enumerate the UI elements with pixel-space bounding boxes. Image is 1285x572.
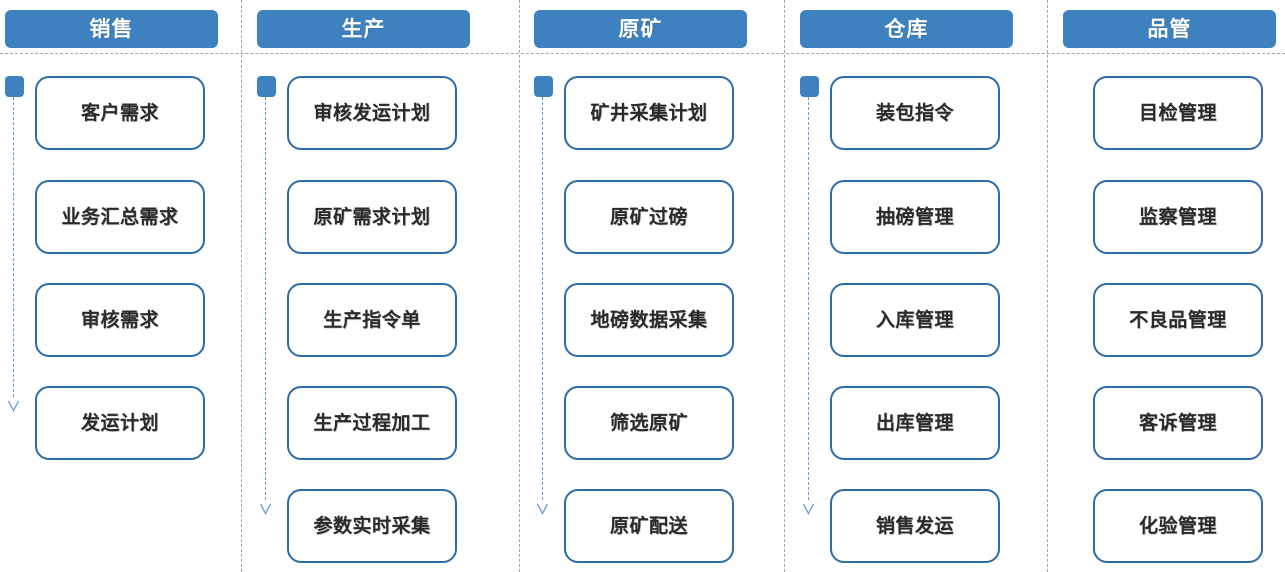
process-box-label: 矿井采集计划: [590, 102, 708, 124]
process-box-label: 销售发运: [875, 515, 954, 537]
process-box-label: 出库管理: [875, 412, 954, 434]
flow-arrow-head-icon: [259, 503, 272, 516]
column-header-sales[interactable]: 销售: [5, 10, 218, 48]
process-box[interactable]: 发运计划: [35, 386, 205, 460]
process-box[interactable]: 不良品管理: [1093, 283, 1263, 357]
process-box-label: 不良品管理: [1129, 309, 1227, 331]
column-header-warehouse[interactable]: 仓库: [800, 10, 1013, 48]
process-box-label: 生产指令单: [323, 309, 421, 331]
process-box[interactable]: 参数实时采集: [287, 489, 457, 563]
process-box-label: 筛选原矿: [609, 412, 688, 434]
column-header-raw-ore[interactable]: 原矿: [534, 10, 747, 48]
flow-dashed-line: [13, 97, 14, 397]
process-box-label: 入库管理: [875, 309, 954, 331]
process-box-label: 原矿过磅: [609, 206, 688, 228]
process-box-label: 审核需求: [80, 309, 159, 331]
flow-arrow-head-icon: [802, 503, 815, 516]
process-box[interactable]: 业务汇总需求: [35, 180, 205, 254]
header-separator-line: [0, 53, 1285, 54]
column-divider-3: [784, 0, 785, 572]
column-header-label: 销售: [89, 17, 134, 41]
process-box[interactable]: 审核需求: [35, 283, 205, 357]
flow-dashed-line: [542, 97, 543, 500]
process-box[interactable]: 装包指令: [830, 76, 1000, 150]
column-header-production[interactable]: 生产: [257, 10, 470, 48]
column-header-label: 品管: [1147, 17, 1192, 41]
process-box-label: 原矿需求计划: [313, 206, 431, 228]
column-header-label: 原矿: [618, 17, 663, 41]
process-box[interactable]: 监察管理: [1093, 180, 1263, 254]
process-box[interactable]: 矿井采集计划: [564, 76, 734, 150]
process-box-label: 装包指令: [875, 102, 954, 124]
process-box-label: 发运计划: [80, 412, 159, 434]
process-column-sales: 销售 客户需求 业务汇总需求 审核需求 发运计划: [0, 0, 258, 572]
flow-dashed-line: [808, 97, 809, 500]
process-column-production: 生产 审核发运计划 原矿需求计划 生产指令单 生产过程加工 参数实时采集: [252, 0, 510, 572]
process-box-label: 化验管理: [1138, 515, 1217, 537]
process-box[interactable]: 生产过程加工: [287, 386, 457, 460]
flow-start-marker: [800, 76, 819, 97]
process-column-raw-ore: 原矿 矿井采集计划 原矿过磅 地磅数据采集 筛选原矿 原矿配送: [529, 0, 787, 572]
process-box[interactable]: 抽磅管理: [830, 180, 1000, 254]
column-divider-1: [241, 0, 242, 572]
process-box[interactable]: 出库管理: [830, 386, 1000, 460]
process-box-label: 目检管理: [1138, 102, 1217, 124]
column-divider-4: [1047, 0, 1048, 572]
process-box[interactable]: 原矿过磅: [564, 180, 734, 254]
process-box-label: 监察管理: [1138, 206, 1217, 228]
process-box[interactable]: 原矿需求计划: [287, 180, 457, 254]
process-box[interactable]: 客诉管理: [1093, 386, 1263, 460]
process-box-label: 地磅数据采集: [590, 309, 708, 331]
column-header-label: 仓库: [884, 17, 929, 41]
flow-arrow-head-icon: [536, 503, 549, 516]
process-box-label: 参数实时采集: [313, 515, 431, 537]
process-box-label: 业务汇总需求: [61, 206, 179, 228]
flow-arrow-head-icon: [7, 400, 20, 413]
flow-dashed-line: [265, 97, 266, 500]
process-box-label: 原矿配送: [609, 515, 688, 537]
process-box[interactable]: 生产指令单: [287, 283, 457, 357]
process-box[interactable]: 入库管理: [830, 283, 1000, 357]
flow-start-marker: [5, 76, 24, 97]
process-box[interactable]: 审核发运计划: [287, 76, 457, 150]
process-box[interactable]: 目检管理: [1093, 76, 1263, 150]
process-box[interactable]: 客户需求: [35, 76, 205, 150]
column-header-label: 生产: [341, 17, 386, 41]
process-box-label: 客户需求: [80, 102, 159, 124]
process-box-label: 生产过程加工: [313, 412, 431, 434]
process-box[interactable]: 地磅数据采集: [564, 283, 734, 357]
process-box[interactable]: 原矿配送: [564, 489, 734, 563]
process-box-label: 抽磅管理: [875, 206, 954, 228]
process-column-quality: 品管 目检管理 监察管理 不良品管理 客诉管理 化验管理: [1058, 0, 1285, 572]
process-box-label: 审核发运计划: [313, 102, 431, 124]
flow-start-marker: [534, 76, 553, 97]
process-box[interactable]: 筛选原矿: [564, 386, 734, 460]
column-header-quality[interactable]: 品管: [1063, 10, 1276, 48]
process-column-warehouse: 仓库 装包指令 抽磅管理 入库管理 出库管理 销售发运: [795, 0, 1053, 572]
process-box[interactable]: 销售发运: [830, 489, 1000, 563]
flow-start-marker: [257, 76, 276, 97]
process-box[interactable]: 化验管理: [1093, 489, 1263, 563]
column-divider-2: [519, 0, 520, 572]
process-box-label: 客诉管理: [1138, 412, 1217, 434]
